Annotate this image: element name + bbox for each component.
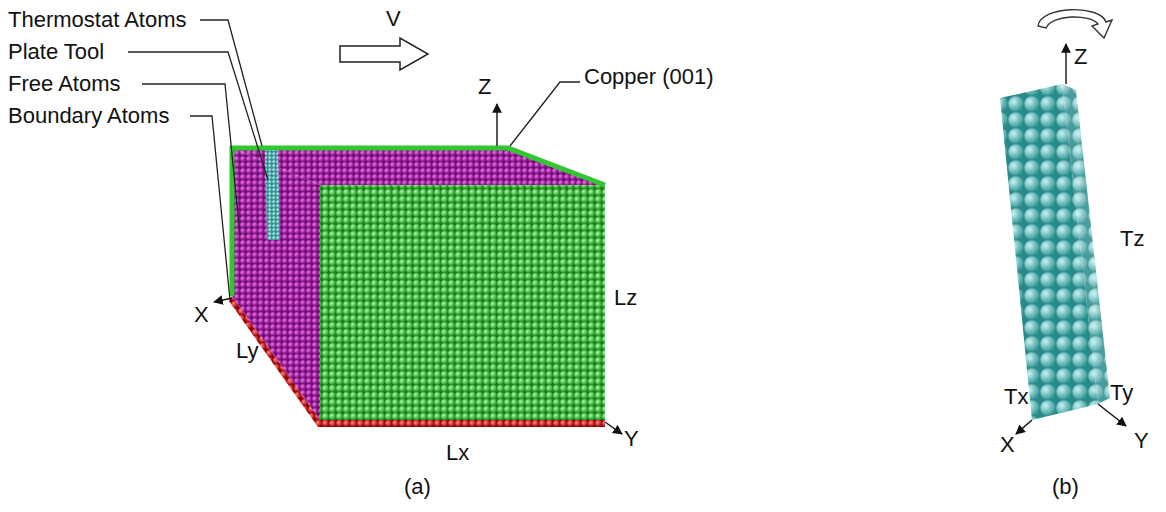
part-label: Free Atoms xyxy=(8,71,120,97)
axis-label: Y xyxy=(1134,428,1149,454)
axes-a xyxy=(214,104,622,434)
dimension-label: Tx xyxy=(1004,384,1028,410)
part-label: Thermostat Atoms xyxy=(8,7,187,33)
dimension-label: Ty xyxy=(1110,380,1133,406)
dimension-label: Lx xyxy=(446,440,469,466)
panel-label: (b) xyxy=(1052,474,1079,500)
copper-workpiece xyxy=(229,148,605,427)
part-label: Boundary Atoms xyxy=(8,103,169,129)
axes-b xyxy=(1016,44,1126,434)
dimension-label: Lz xyxy=(614,285,637,311)
rotation-arrow xyxy=(1038,10,1112,38)
panel-label: (a) xyxy=(404,474,431,500)
velocity-label: V xyxy=(386,6,401,32)
leader-lines xyxy=(128,20,580,300)
axis-label: X xyxy=(1000,432,1015,458)
material-label: Copper (001) xyxy=(584,64,714,90)
axis-label: Y xyxy=(624,426,639,452)
dimension-label: Tz xyxy=(1120,226,1144,252)
plate-tool xyxy=(1000,84,1110,420)
axis-label: Z xyxy=(1074,44,1087,70)
dimension-label: Ly xyxy=(236,338,258,364)
axis-label: Z xyxy=(478,74,491,100)
part-label: Plate Tool xyxy=(8,39,104,65)
axis-label: X xyxy=(194,302,209,328)
velocity-arrow xyxy=(340,38,428,70)
